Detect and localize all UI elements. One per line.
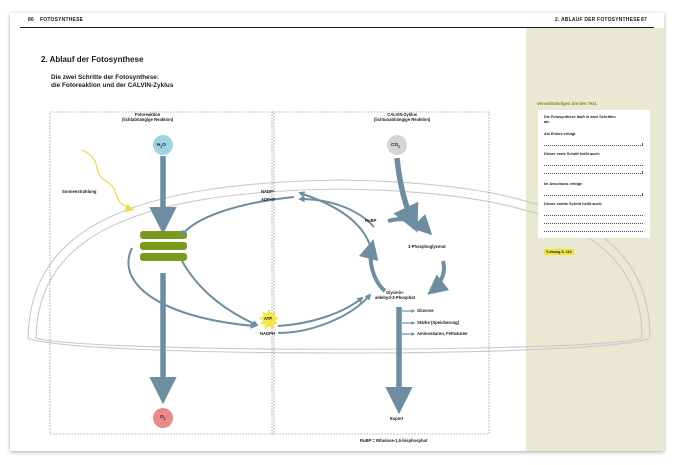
sunlight-label: Sonnenstrahlung <box>62 189 97 194</box>
answer-line-tick <box>642 171 643 173</box>
right-page-header <box>526 13 664 28</box>
answer-line[interactable] <box>544 195 643 196</box>
nadph-label: NADPH <box>260 331 275 336</box>
rubp-footnote: RuBP = Ribulose-1,5-bisphosphat <box>360 438 428 443</box>
book-spread: 86 FOTOSYNTHESE 2. ABLAUF DER FOTOSYNTHE… <box>10 13 664 451</box>
subtitle-line-1: Die zwei Schritte der Fotosynthese: <box>51 74 159 81</box>
answer-line[interactable] <box>544 165 643 166</box>
worksheet-question-1-line-2: ab: <box>544 119 550 124</box>
output-starch: Stärke (Speicherung) <box>417 320 460 325</box>
calvin-to-nadp-arrow <box>298 191 371 246</box>
calvin-title-text: CALVIN-Zyklus <box>387 112 418 117</box>
photosynthesis-diagram <box>27 111 651 435</box>
adp-p-label: ADP+P <box>261 197 276 202</box>
worksheet-question-3: Dieser erste Schritt heißt auch: <box>544 152 601 156</box>
section-subtitle: Die zwei Schritte der Fotosynthese: die … <box>51 74 173 90</box>
right-header-rule <box>526 27 654 28</box>
right-page-number: 87 <box>641 17 647 23</box>
oxygen-molecule <box>153 408 173 428</box>
co2-label: CO2 <box>391 143 400 150</box>
nadp-to-thylakoid-arrow <box>180 196 295 237</box>
chloroplast-outline <box>27 179 651 354</box>
answer-line[interactable] <box>544 231 643 232</box>
worksheet-heading: Vervollständigen Sie den Text. <box>537 101 598 106</box>
section-title: 2. Ablauf der Fotosynthese <box>41 55 144 64</box>
output-glucose: Glucose <box>417 308 434 313</box>
left-page-number: 86 <box>28 17 34 23</box>
oxygen-label-o: O <box>160 415 164 420</box>
water-label-sub: 2 <box>160 144 163 149</box>
nadp-label: NADP⁺ <box>261 189 276 194</box>
left-page-header <box>10 13 526 28</box>
sunlight-arrowhead <box>125 204 134 212</box>
g3p-to-rubp-arrow <box>358 239 387 293</box>
g3p-label: Glycerin- aldehyd-3-Phosphat <box>375 290 415 300</box>
calvin-subtitle-text: (lichtunabhängige Reaktion) <box>374 117 431 123</box>
thylakoid-to-atp-arrow <box>127 247 257 329</box>
water-molecule <box>153 135 173 155</box>
atp-to-calvin-arrow <box>277 296 364 327</box>
oxygen-label: O2 <box>160 415 166 422</box>
answer-line[interactable] <box>544 173 643 174</box>
answer-line[interactable] <box>544 145 643 146</box>
left-running-title: FOTOSYNTHESE <box>40 17 84 23</box>
g3p-label-line-2: aldehyd-3-Phosphat <box>375 295 416 300</box>
calvin-panel <box>271 111 490 435</box>
answer-line[interactable] <box>544 223 643 224</box>
answer-line[interactable] <box>544 215 643 216</box>
fotoreaktion-title-text: Fotoreaktion <box>134 112 161 117</box>
water-label: H2O <box>157 143 166 150</box>
fotoreaktion-subtitle-text: (lichtabhängige Reaktion) <box>122 117 174 123</box>
nadph-to-calvin-arrow <box>277 293 372 334</box>
thylakoid-to-nadph-arrow <box>181 260 259 327</box>
output-amino-acids: Aminosäuren, Fettsäuren <box>417 331 468 336</box>
answer-line-tick <box>642 193 643 195</box>
calvin-to-adp-arrow <box>298 195 375 228</box>
worksheet-question-5: Dieser zweite Schritt heißt auch: <box>544 202 603 206</box>
oxygen-label-sub: 2 <box>163 416 166 421</box>
subtitle-line-2: die Fotoreaktion und der CALVIN-Zyklus <box>51 82 174 89</box>
thylakoid-stack <box>140 231 187 261</box>
worksheet-question-1: Die Fotosynthese läuft in zwei Schritten… <box>544 115 616 125</box>
water-label-h: H <box>157 143 161 148</box>
atp-label: ATP <box>264 316 273 321</box>
co2-label-co: CO <box>391 143 399 148</box>
running-header: 86 FOTOSYNTHESE 2. ABLAUF DER FOTOSYNTHE… <box>10 13 664 28</box>
solution-note: *Lösung S. 110 <box>544 249 574 255</box>
fotoreaktion-panel <box>49 111 275 435</box>
worksheet-question-1-line-1: Die Fotosynthese läuft in zwei Schritten <box>544 115 616 119</box>
worksheet-card: Die Fotosynthese läuft in zwei Schritten… <box>538 110 650 238</box>
export-label: Export <box>390 416 404 421</box>
atp-burst-icon <box>258 309 280 329</box>
right-running-title: 2. ABLAUF DER FOTOSYNTHESE <box>555 17 641 23</box>
worksheet-question-4: Im Anschluss erfolgt: <box>544 182 583 186</box>
rubp-label: RuBP <box>365 218 377 223</box>
g3p-label-line-1: Glycerin- <box>385 290 405 295</box>
co2-label-sub: 2 <box>398 144 400 149</box>
co2-molecule <box>387 135 407 155</box>
phosphoglycerat-label: 3-Phosphoglycerat <box>408 244 446 249</box>
left-header-rule <box>20 27 526 28</box>
rubp-to-pga-arrow <box>387 214 433 236</box>
worksheet-question-2: Als Erstes erfolgt <box>544 132 576 136</box>
pga-to-g3p-arrow <box>427 260 450 295</box>
answer-line-tick <box>642 143 643 145</box>
calvin-title: CALVIN-Zyklus (lichtunabhängige Reaktion… <box>374 112 430 123</box>
sunlight-ray <box>81 149 131 209</box>
water-label-o: O <box>162 143 166 148</box>
worksheet-sidebar <box>526 28 664 451</box>
fotoreaktion-title: Fotoreaktion (lichtabhängige Reaktion) <box>122 112 173 123</box>
